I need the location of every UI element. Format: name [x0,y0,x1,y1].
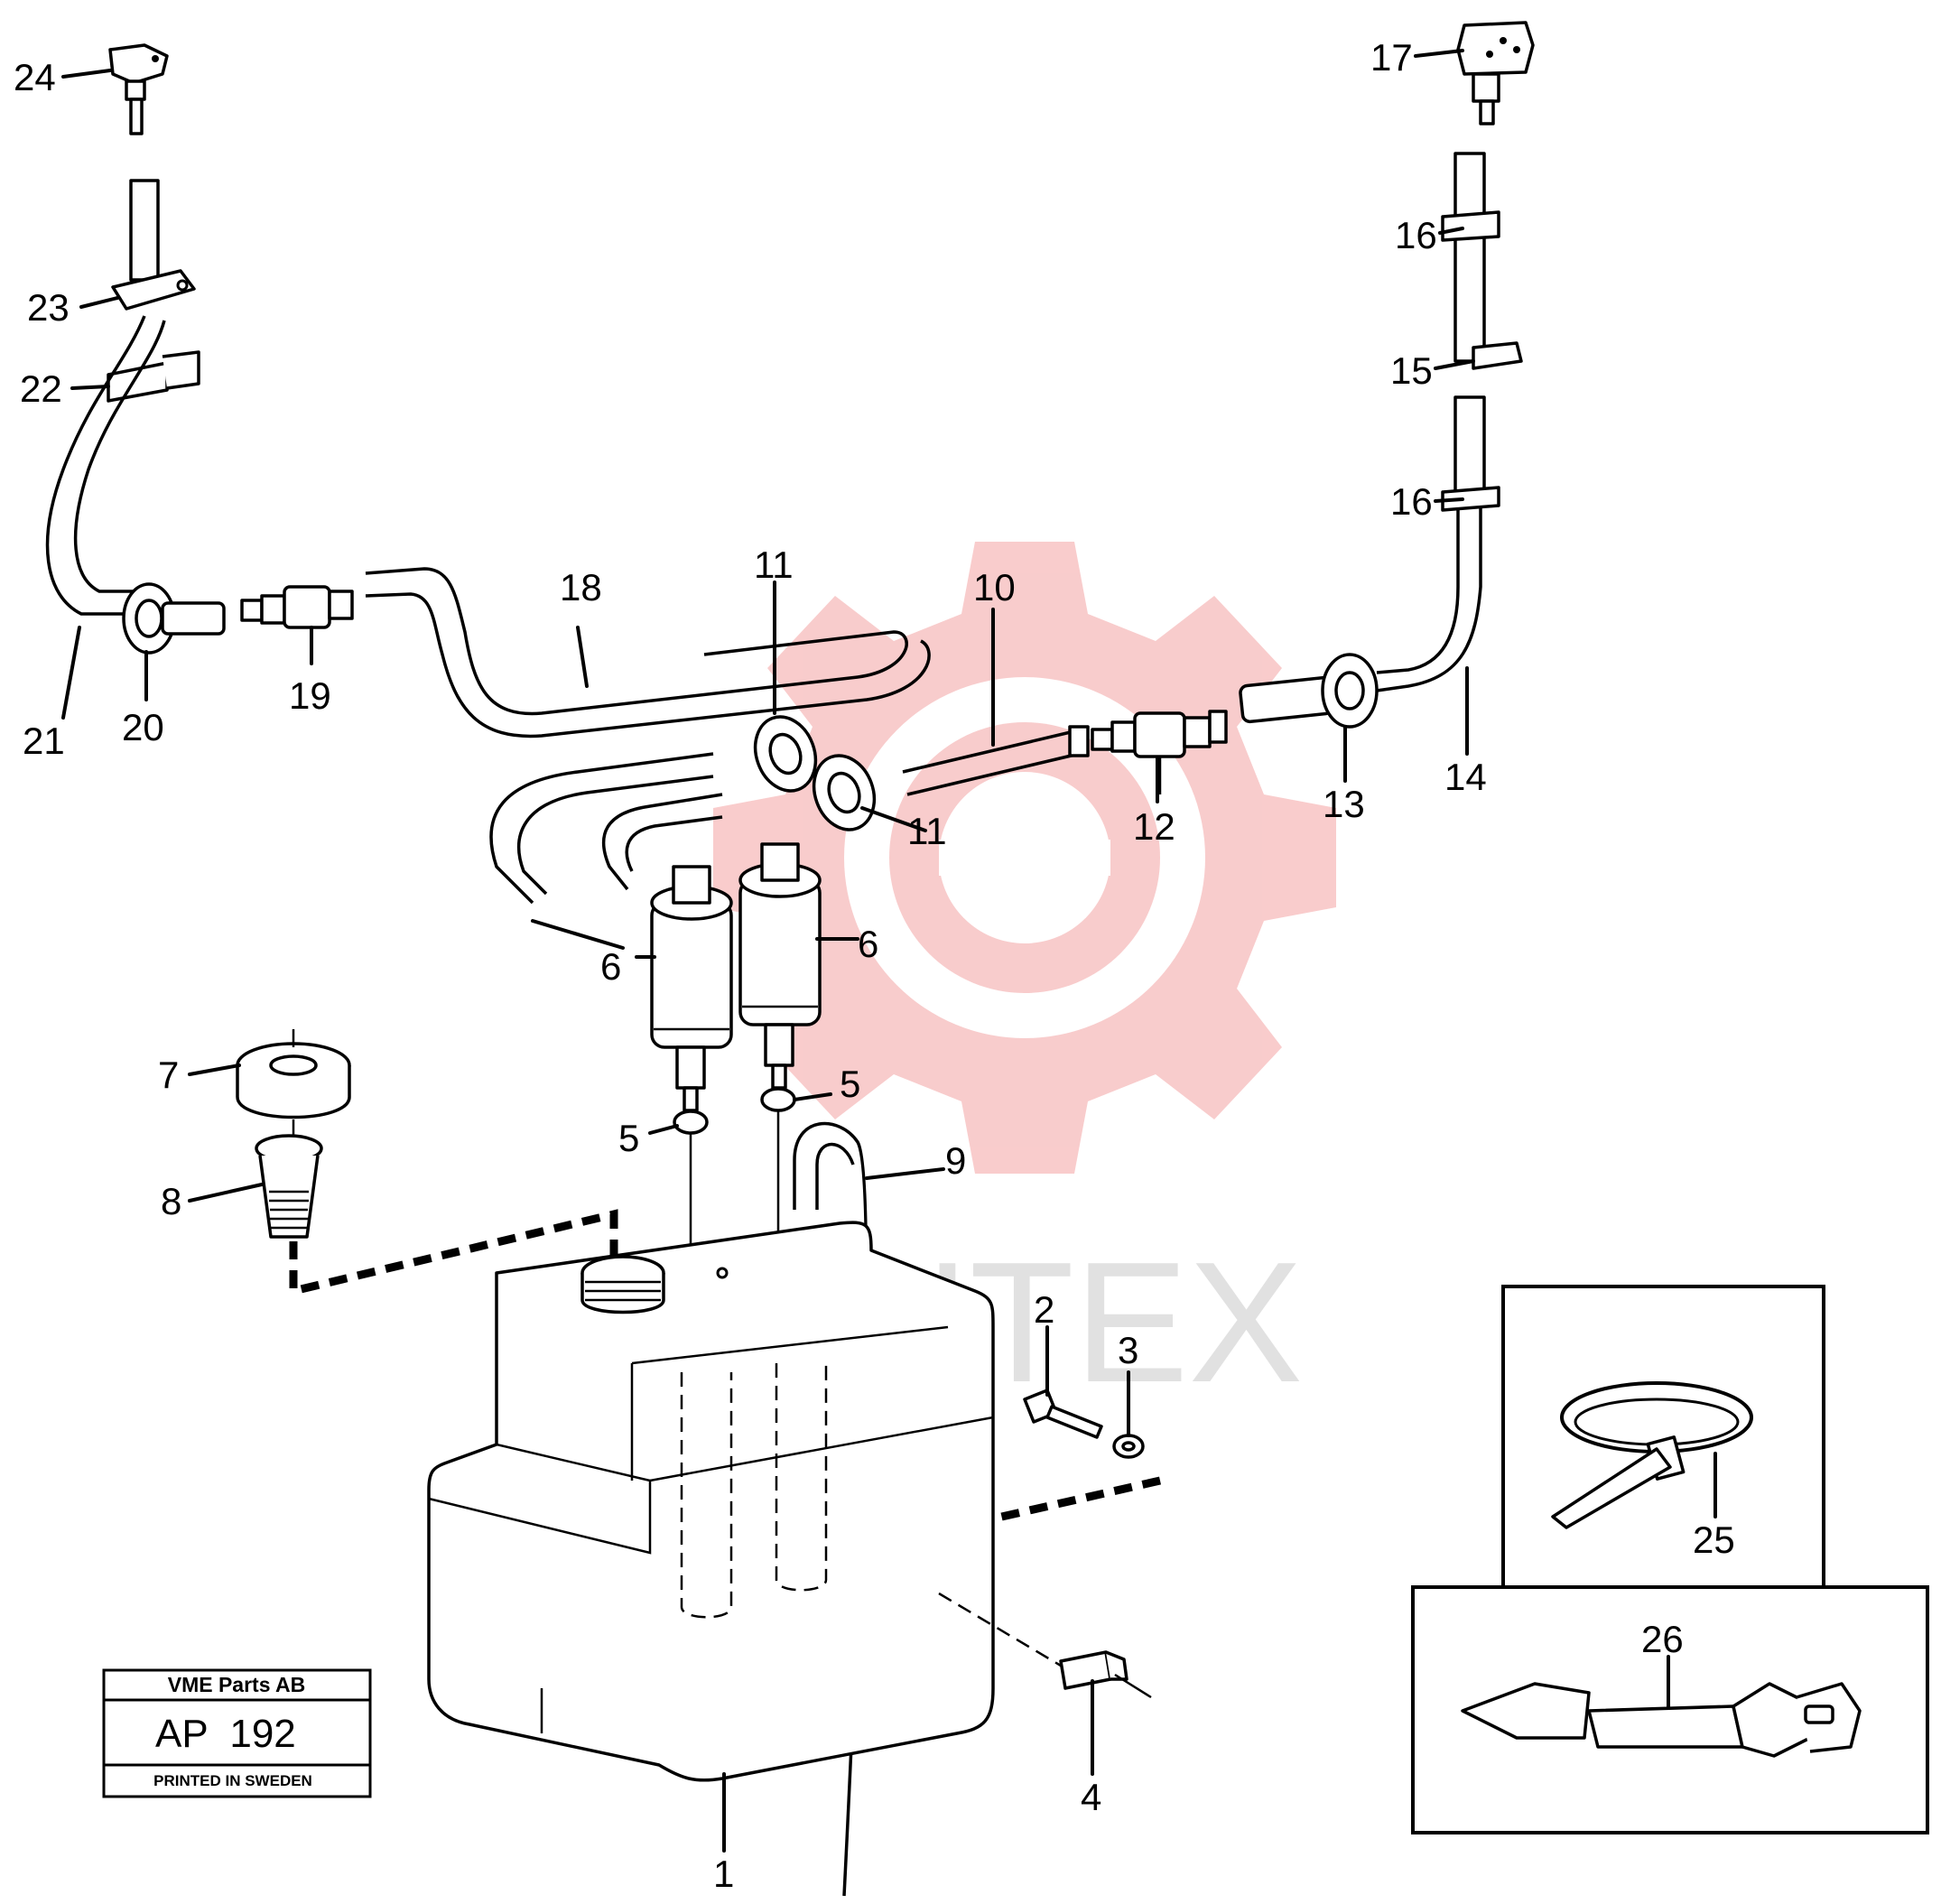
clip-15 [1472,341,1523,370]
callout-16-a: 16 [1395,214,1437,256]
grommet-11-a [753,715,818,793]
callout-19: 19 [289,674,331,717]
callout-8: 8 [161,1180,181,1222]
callout-12: 12 [1133,805,1175,848]
callout-4: 4 [1081,1776,1101,1818]
callout-13: 13 [1323,783,1365,825]
clip-16-a [1441,210,1500,242]
callout-2: 2 [1034,1288,1054,1331]
callout-16-b: 16 [1390,480,1433,523]
callout-5-b: 5 [840,1063,860,1105]
callout-14: 14 [1444,756,1487,798]
callout-10: 10 [973,566,1016,608]
pump-6-left [650,865,733,1112]
callout-15: 15 [1390,349,1433,392]
stamp-company: VME Parts AB [168,1673,306,1696]
seal-5-right [760,1087,796,1112]
pump-6-right [738,842,822,1090]
callout-1: 1 [713,1853,734,1895]
callout-26: 26 [1641,1618,1684,1660]
vme-stamp: VME Parts AB AP 192 PRINTED IN SWEDEN [102,1668,372,1798]
callout-21: 21 [23,720,65,762]
left-nozzle-assembly [107,43,200,403]
leader-lines [61,49,1717,1853]
callout-22: 22 [20,367,62,410]
callout-18: 18 [560,566,602,608]
inset-box-26 [1411,1585,1929,1834]
inset-box-25 [1501,1285,1825,1589]
stamp-code: AP 192 [155,1712,296,1756]
washer-tank-1 [427,1221,995,1782]
bolt-2 [1023,1389,1103,1439]
callout-20: 20 [122,706,164,748]
callout-11-b: 11 [907,810,947,852]
stamp-footer: PRINTED IN SWEDEN [153,1772,312,1789]
callout-24: 24 [14,56,56,98]
callout-17: 17 [1370,36,1413,79]
washer-3 [1112,1434,1145,1459]
nozzle-17 [1456,21,1535,125]
filler-cap-7 [236,1042,351,1119]
connector-19 [240,585,354,629]
strainer-8 [255,1134,323,1239]
grommet-11-b [812,754,877,831]
callout-9: 9 [945,1139,966,1182]
callout-numbers: 24 23 22 21 20 19 18 11 11 10 12 13 14 1… [14,36,1735,1895]
callout-6-b: 6 [858,923,878,965]
bracket-4 [1059,1650,1128,1690]
callout-25: 25 [1693,1519,1735,1561]
clip-16-b [1441,486,1500,512]
watermark-gear-logo [713,542,1336,1174]
callout-23: 23 [27,286,70,329]
grommet-13 [1321,653,1379,729]
callout-5-a: 5 [618,1117,639,1159]
callout-11-a: 11 [754,543,794,586]
grommet-20 [122,582,176,655]
seal-5-left [673,1110,709,1135]
callout-6-a: 6 [600,945,621,988]
callout-3: 3 [1118,1329,1138,1371]
callout-7: 7 [158,1054,179,1096]
